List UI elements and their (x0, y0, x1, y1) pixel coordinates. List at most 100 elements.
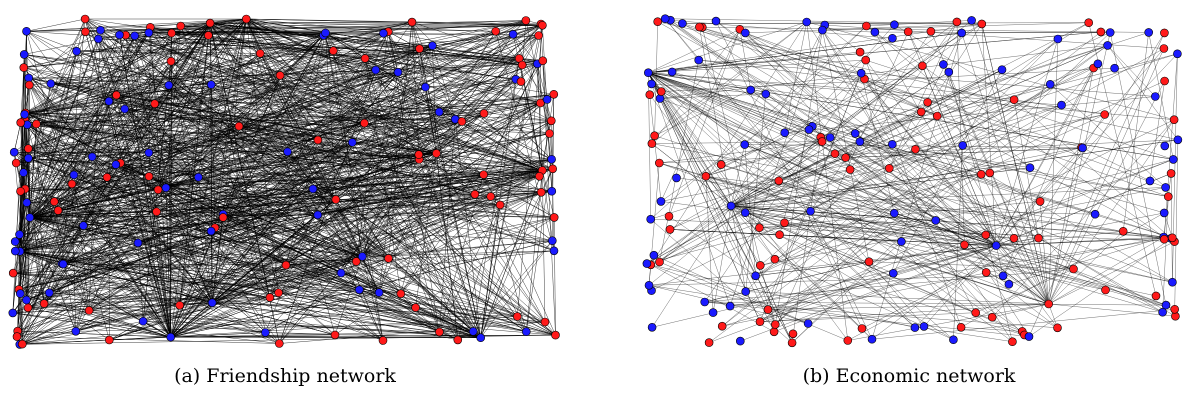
blue-node (24, 73, 34, 83)
network-edge (745, 32, 1173, 283)
blue-node (726, 201, 736, 211)
network-edge (120, 162, 458, 341)
red-node (911, 145, 920, 154)
network-edge (436, 153, 527, 332)
red-node (457, 117, 467, 126)
network-edge (119, 34, 213, 303)
network-edge (28, 32, 326, 149)
red-node (536, 98, 545, 108)
network-edge (650, 25, 867, 220)
network-edge (439, 111, 542, 193)
network-edge (996, 63, 1099, 246)
network-edge (927, 102, 1049, 305)
blue-node (931, 216, 941, 225)
network-edge (657, 21, 1178, 140)
network-edge (156, 211, 180, 306)
blue-node (751, 271, 760, 281)
network-edge (1048, 119, 1175, 305)
red-node (755, 223, 764, 232)
network-edge (670, 20, 1049, 305)
network-edge (927, 102, 997, 246)
blue-node (1159, 208, 1169, 218)
blue-node (887, 140, 897, 149)
network-edge (712, 205, 732, 313)
red-node (479, 170, 488, 179)
network-edge (212, 196, 491, 304)
blue-node (468, 327, 478, 336)
network-edge (63, 225, 84, 265)
network-edge (285, 122, 365, 266)
network-edge (265, 170, 543, 333)
network-edge (806, 21, 1013, 342)
network-edge (774, 80, 1165, 260)
network-edge (824, 24, 861, 53)
network-edge (520, 81, 543, 171)
network-edge (739, 29, 993, 318)
network-edge (212, 302, 336, 336)
blue-node (746, 85, 755, 95)
blue-node (740, 140, 749, 149)
network-edge (648, 72, 761, 322)
network-edge (148, 23, 211, 153)
network-edge (745, 212, 1049, 305)
blue-node (967, 16, 976, 25)
network-edge (648, 72, 1175, 120)
network-edge (24, 188, 59, 211)
network-edge (28, 30, 101, 79)
network-edge (28, 148, 458, 341)
network-edge (170, 305, 180, 338)
red-node (39, 299, 49, 308)
blue-node (1150, 92, 1160, 101)
network-edge (125, 34, 360, 290)
blue-node (806, 206, 815, 216)
network-edge (648, 72, 922, 113)
network-edge (760, 159, 1174, 266)
network-edge (682, 23, 1083, 149)
network-edge (13, 272, 213, 304)
network-edge (154, 32, 326, 104)
red-node (331, 195, 341, 204)
network-edge (375, 69, 420, 160)
network-edge (171, 32, 516, 80)
network-edge (1149, 80, 1165, 181)
red-node (862, 21, 871, 31)
network-edge (654, 135, 997, 246)
network-edge (22, 111, 440, 345)
red-node (817, 137, 827, 146)
red-node (1166, 169, 1176, 178)
network-edge (648, 20, 972, 286)
red-node (1169, 115, 1179, 124)
network-edge (847, 237, 1039, 341)
network-edge (27, 307, 171, 338)
network-edge (246, 18, 527, 332)
red-node (701, 171, 711, 181)
blue-node (421, 82, 430, 92)
network-edge (14, 151, 93, 158)
network-edge (63, 199, 336, 265)
network-edge (822, 30, 870, 262)
network-edge (908, 31, 1049, 305)
blue-node (711, 16, 721, 26)
network-edge (17, 102, 541, 332)
blue-node (1045, 80, 1055, 89)
network-edge (27, 307, 481, 338)
blue-node (72, 46, 81, 56)
network-edge (865, 59, 1174, 160)
network-edge (865, 60, 962, 328)
blue-node (20, 110, 29, 119)
network-edge (388, 192, 542, 259)
network-edge (75, 258, 389, 332)
network-edge (170, 334, 556, 338)
blue-node (997, 65, 1007, 74)
network-edge (317, 170, 543, 216)
red-node (313, 135, 323, 145)
network-edge (774, 245, 997, 332)
network-edge (651, 83, 731, 307)
blue-node (115, 30, 124, 40)
network-edge (672, 71, 1165, 214)
network-edge (124, 108, 288, 153)
network-edge (211, 84, 481, 338)
red-node (1008, 337, 1017, 347)
network-edge (669, 141, 823, 230)
red-node (780, 218, 789, 228)
